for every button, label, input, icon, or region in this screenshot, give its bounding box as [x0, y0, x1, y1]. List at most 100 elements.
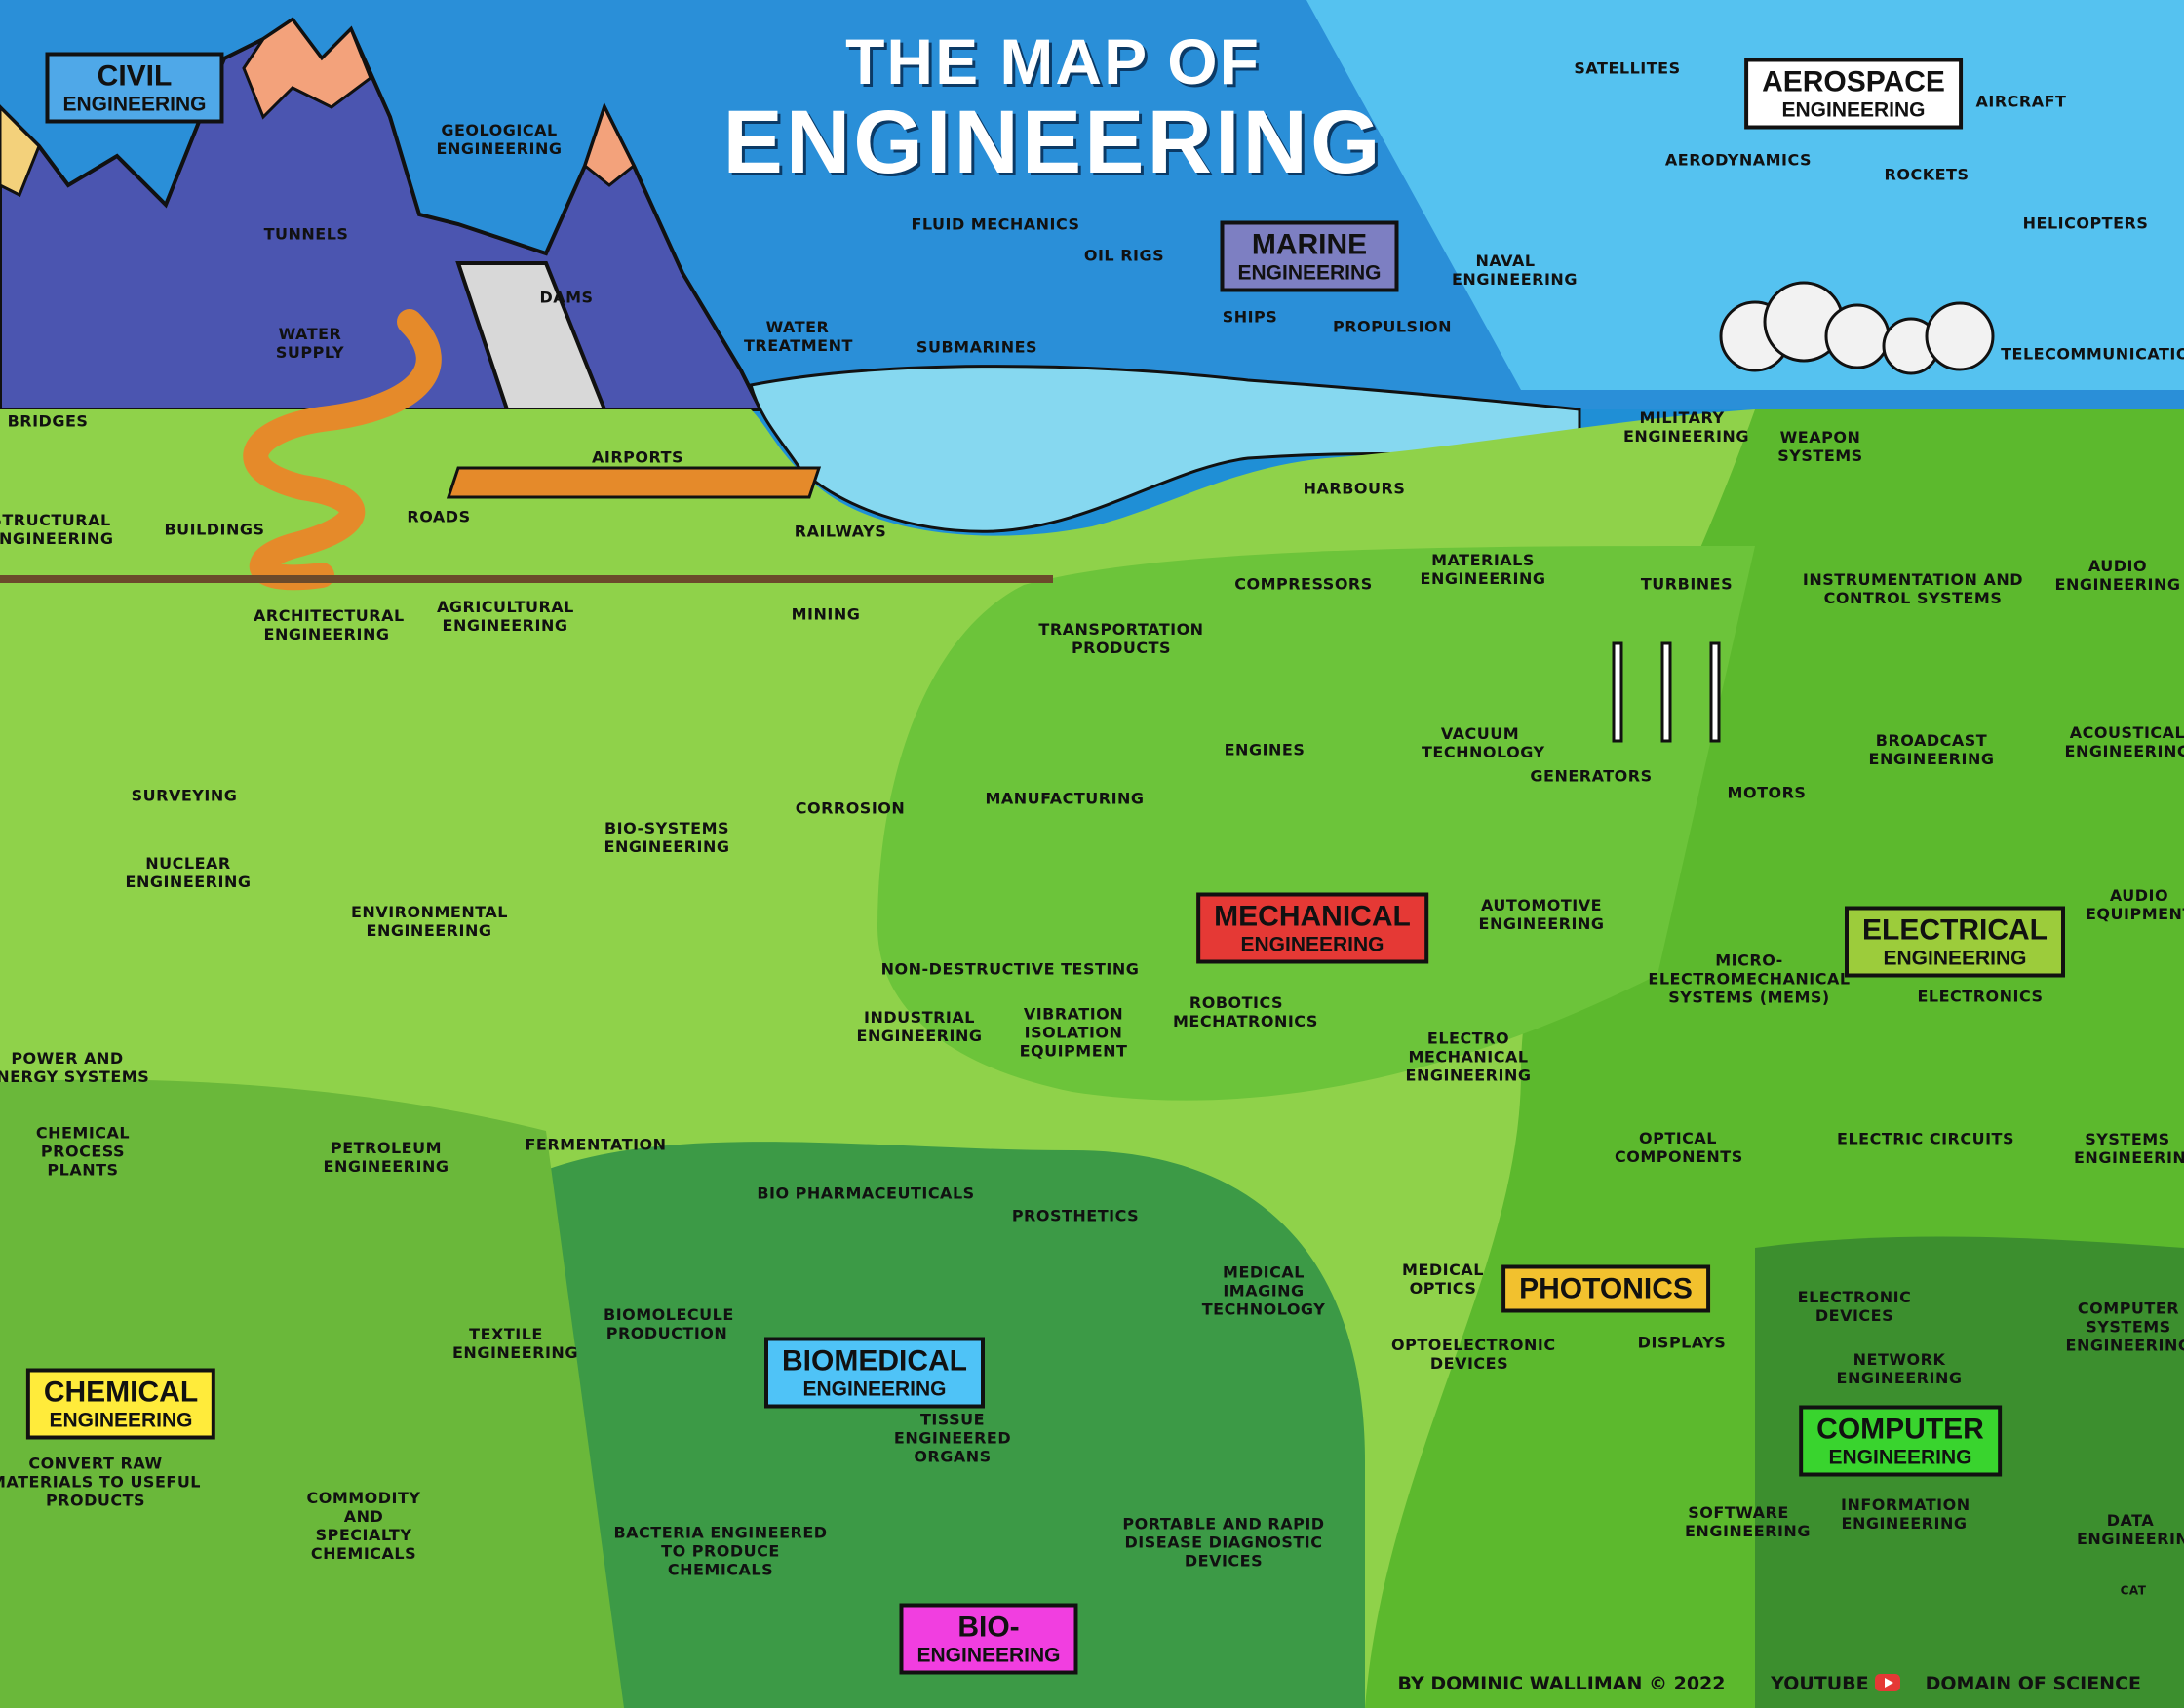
- label-optical-components: OPTICAL COMPONENTS: [1615, 1129, 1743, 1166]
- label-telecommunications: TELECOMMUNICATIONS: [2001, 344, 2184, 364]
- label-oil-rigs: OIL RIGS: [1083, 246, 1165, 265]
- rocket-smoke: [1719, 281, 1995, 375]
- label-portable-diagnostic-devices: PORTABLE AND RAPID DISEASE DIAGNOSTIC DE…: [1122, 1514, 1325, 1571]
- label-generators: GENERATORS: [1530, 766, 1653, 786]
- label-displays: DISPLAYS: [1637, 1333, 1727, 1352]
- label-robotics-mechatronics: ROBOTICS MECHATRONICS: [1173, 993, 1318, 1030]
- label-medical-optics: MEDICAL OPTICS: [1402, 1261, 1484, 1298]
- label-motors: MOTORS: [1727, 783, 1807, 802]
- label-bio-pharmaceuticals: BIO PHARMACEUTICALS: [757, 1184, 975, 1203]
- label-geological-engineering: GEOLOGICAL ENGINEERING: [436, 121, 563, 158]
- label-audio-engineering: AUDIO ENGINEERING: [2054, 557, 2181, 594]
- label-bridges: BRIDGES: [7, 411, 89, 431]
- label-transportation-products: TRANSPORTATION PRODUCTS: [1038, 620, 1204, 657]
- label-satellites: SATELLITES: [1574, 58, 1681, 78]
- label-fluid-mechanics: FLUID MECHANICS: [911, 214, 1080, 234]
- label-electric-circuits: ELECTRIC CIRCUITS: [1837, 1129, 2014, 1148]
- label-micro-electromechanical-systems: MICRO-ELECTROMECHANICAL SYSTEMS (MEMS): [1648, 951, 1851, 1007]
- label-weapon-systems: WEAPON SYSTEMS: [1777, 428, 1863, 465]
- label-commodity-and-specialty-chemicals: COMMODITY AND SPECIALTY CHEMICALS: [306, 1489, 421, 1563]
- page-title: THE MAP OF ENGINEERING: [682, 27, 1424, 189]
- label-ships: SHIPS: [1222, 307, 1278, 327]
- label-data-engineering: DATA ENGINEERING: [2077, 1511, 2184, 1548]
- label-military-engineering: MILITARY ENGINEERING: [1623, 408, 1749, 446]
- youtube-icon: [1874, 1674, 1900, 1691]
- label-fermentation: FERMENTATION: [525, 1135, 667, 1154]
- credit-author: BY DOMINIC WALLIMAN © 2022: [1397, 1673, 1726, 1694]
- snow-caps-3: [0, 104, 41, 198]
- turbines: [1612, 641, 1721, 743]
- label-electro-mechanical-engineering: ELECTRO MECHANICAL ENGINEERING: [1405, 1029, 1532, 1085]
- label-broadcast-engineering: BROADCAST ENGINEERING: [1868, 731, 1995, 768]
- label-helicopters: HELICOPTERS: [2022, 214, 2149, 233]
- label-surveying: SURVEYING: [131, 786, 238, 805]
- label-propulsion: PROPULSION: [1332, 317, 1453, 336]
- label-chemical-process-plants: CHEMICAL PROCESS PLANTS: [35, 1123, 131, 1180]
- title-line-1: THE MAP OF: [845, 25, 1261, 97]
- label-aerodynamics: AERODYNAMICS: [1664, 150, 1813, 170]
- label-harbours: HARBOURS: [1303, 479, 1406, 498]
- label-submarines: SUBMARINES: [916, 337, 1038, 357]
- label-instrumentation-and-control-systems: INSTRUMENTATION AND CONTROL SYSTEMS: [1802, 570, 2024, 607]
- runway: [446, 466, 822, 499]
- label-structural-engineering: STRUCTURAL ENGINEERING: [0, 511, 114, 548]
- label-rockets: ROCKETS: [1884, 165, 1970, 184]
- label-architectural-engineering: ARCHITECTURAL ENGINEERING: [254, 606, 405, 643]
- label-corrosion: CORROSION: [795, 798, 906, 818]
- label-prosthetics: PROSTHETICS: [1011, 1206, 1140, 1225]
- label-vibration-isolation-equipment: VIBRATION ISOLATION EQUIPMENT: [1019, 1004, 1128, 1061]
- label-bio-systems-engineering: BIO-SYSTEMS ENGINEERING: [604, 819, 730, 856]
- label-compressors: COMPRESSORS: [1234, 574, 1373, 594]
- badge-bio-engineering: BIO-ENGINEERING: [899, 1603, 1078, 1675]
- label-audio-equipment: AUDIO EQUIPMENT: [2086, 886, 2184, 923]
- label-water-treatment: WATER TREATMENT: [744, 318, 853, 355]
- label-mining: MINING: [791, 604, 861, 624]
- label-bacteria-engineered: BACTERIA ENGINEERED TO PRODUCE CHEMICALS: [613, 1523, 828, 1579]
- land-mech: [878, 546, 1755, 1101]
- snow-caps-2: [583, 103, 636, 187]
- snow-caps: [242, 17, 372, 120]
- label-railways: RAILWAYS: [794, 522, 887, 541]
- label-biomolecule-production: BIOMOLECULE PRODUCTION: [604, 1305, 734, 1342]
- label-optoelectronic-devices: OPTOELECTRONIC DEVICES: [1391, 1336, 1556, 1373]
- label-manufacturing: MANUFACTURING: [985, 789, 1145, 808]
- label-electronics: ELECTRONICS: [1917, 987, 2044, 1006]
- label-computer-systems-engineering: COMPUTER SYSTEMS ENGINEERING: [2065, 1299, 2184, 1355]
- mountains: [0, 17, 764, 411]
- label-turbines: TURBINES: [1640, 574, 1734, 594]
- land-chem: [0, 1079, 624, 1708]
- label-non-destructive-testing: NON-DESTRUCTIVE TESTING: [880, 959, 1140, 979]
- label-tissue-engineered-organs: TISSUE ENGINEERED ORGANS: [893, 1410, 1012, 1466]
- label-automotive-engineering: AUTOMOTIVE ENGINEERING: [1478, 896, 1605, 933]
- label-industrial-engineering: INDUSTRIAL ENGINEERING: [856, 1008, 983, 1045]
- label-electronic-devices: ELECTRONIC DEVICES: [1797, 1288, 1912, 1325]
- label-roads: ROADS: [407, 507, 471, 526]
- label-information-engineering: INFORMATION ENGINEERING: [1841, 1495, 1970, 1533]
- label-convert-raw-materials: CONVERT RAW MATERIALS TO USEFUL PRODUCTS: [0, 1454, 201, 1510]
- label-tunnels: TUNNELS: [263, 224, 349, 244]
- title-line-2: ENGINEERING: [722, 93, 1384, 192]
- label-petroleum-engineering: PETROLEUM ENGINEERING: [323, 1139, 449, 1176]
- sky-right: [1306, 0, 2184, 390]
- label-textile-engineering: TEXTILE ENGINEERING: [452, 1325, 578, 1362]
- label-cat: CAT: [2120, 1583, 2147, 1598]
- road: [243, 309, 442, 591]
- label-acoustical-engineering: ACOUSTICAL ENGINEERING: [2064, 723, 2184, 760]
- label-power-and-energy-systems: POWER AND ENERGY SYSTEMS: [0, 1049, 150, 1086]
- railway: [0, 575, 1053, 583]
- label-software-engineering: SOFTWARE ENGINEERING: [1685, 1503, 1811, 1540]
- label-buildings: BUILDINGS: [164, 520, 265, 539]
- label-materials-engineering: MATERIALS ENGINEERING: [1420, 551, 1546, 588]
- label-vacuum-technology: VACUUM TECHNOLOGY: [1422, 724, 1545, 761]
- label-airports: AIRPORTS: [591, 447, 684, 467]
- label-aircraft: AIRCRAFT: [1975, 92, 2067, 111]
